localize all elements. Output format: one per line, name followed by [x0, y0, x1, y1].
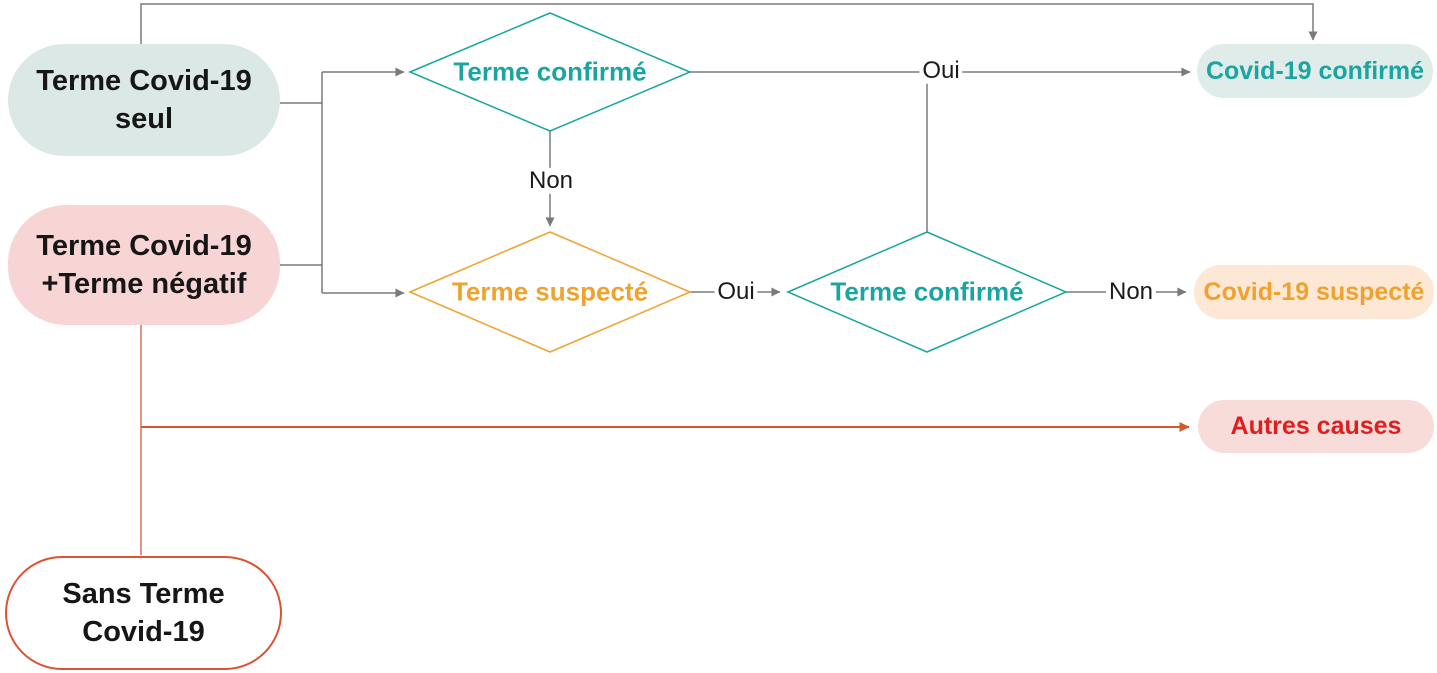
- result-autres-causes: Autres causes: [1198, 400, 1434, 453]
- decision-terme-suspecte-shape: [408, 231, 692, 353]
- node-label-line: seul: [114, 103, 174, 135]
- decision-label-terme-confirme-1: Terme confirmé: [453, 56, 647, 87]
- decision-label-terme-confirme-2: Terme confirmé: [830, 276, 1024, 307]
- result-covid-19-suspecte: Covid-19 suspecté: [1194, 265, 1434, 319]
- node-label-line: Terme Covid-19: [36, 230, 252, 262]
- node-label-line: +Terme négatif: [41, 268, 247, 300]
- decision-label-terme-suspecte: Terme suspecté: [451, 276, 649, 307]
- edge-label-oui-1: Oui: [919, 57, 963, 85]
- edge-terme-seul-top-to-covid-confirme: [140, 3, 1318, 44]
- decision-terme-confirme-2-shape: [786, 231, 1068, 353]
- node-terme-covid-19-terme-negatif: Terme Covid-19 +Terme négatif: [8, 205, 280, 325]
- node-terme-covid-19-seul: Terme Covid-19 seul: [8, 44, 280, 156]
- edge-label-oui-2: Oui: [714, 278, 758, 306]
- node-label-line: Covid-19: [82, 616, 205, 648]
- edge-label-non-2: Non: [1105, 278, 1157, 306]
- result-covid-19-confirme: Covid-19 confirmé: [1197, 44, 1433, 98]
- node-label-line: Terme Covid-19: [36, 65, 252, 97]
- node-sans-terme-covid-19: Sans Terme Covid-19: [5, 556, 282, 670]
- node-label-line: Sans Terme: [62, 578, 225, 610]
- decision-terme-confirme-1-shape: [408, 12, 692, 132]
- edge-label-non-1: Non: [525, 167, 577, 195]
